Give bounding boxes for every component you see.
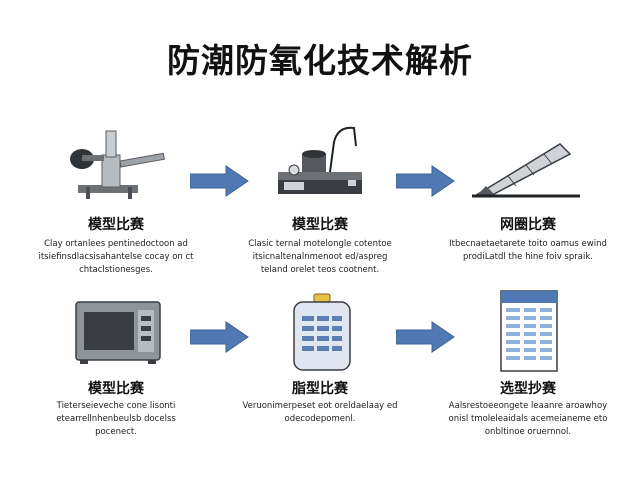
lab-stand-icon (70, 130, 165, 199)
step-2-label: 模型比赛 (292, 217, 348, 233)
arrow-right-icon (190, 165, 249, 197)
oven-icon (75, 301, 161, 364)
container-icon (293, 293, 351, 371)
step-6-description: Aalsrestoeeongete leaanre aroawhoy onisl… (448, 401, 608, 437)
step-3-description: Itbecnaetaetarete toito oamus ewind prod… (449, 239, 607, 262)
arrow-right-icon (396, 165, 455, 197)
step-3-label: 网圈比赛 (500, 217, 556, 233)
step-5-label: 脂型比赛 (292, 381, 348, 397)
step-4-description: Tieterseieveche cone lisonti etearrellnh… (56, 401, 176, 437)
ramp-icon (472, 143, 580, 198)
document-icon (500, 290, 558, 372)
step-1-label: 模型比赛 (88, 217, 144, 233)
step-4-label: 模型比赛 (88, 381, 144, 397)
arrow-right-icon (396, 321, 455, 353)
step-6-label: 选型抄赛 (500, 381, 556, 397)
arrow-right-icon (190, 321, 249, 353)
step-1-description: Clay ortanlees pentinedoctoon ad itsiefi… (38, 239, 194, 275)
page-title: 防潮防氧化技术解析 (167, 41, 473, 80)
step-5-description: Veruonimerpeset eot oreldaelaay ed odeco… (242, 401, 398, 424)
machine-icon (278, 126, 362, 194)
step-2-description: Clasic ternal motelongle cotentoe itsicn… (248, 239, 392, 275)
